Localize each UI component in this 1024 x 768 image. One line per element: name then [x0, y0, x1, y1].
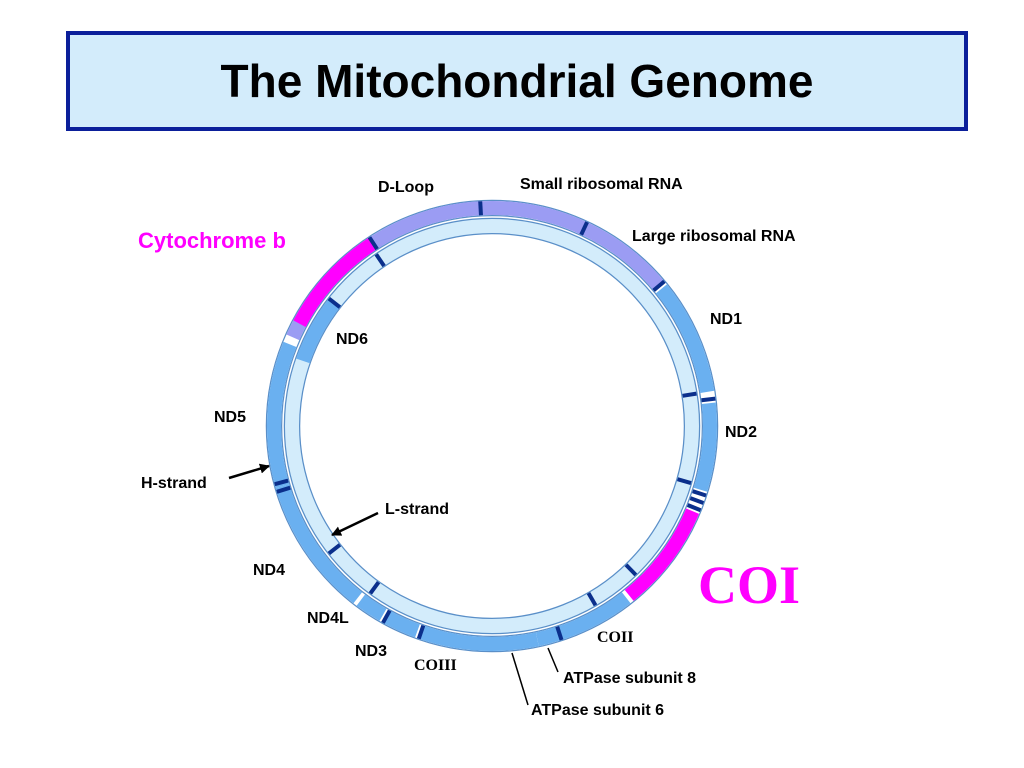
atpase8-leader-line: [547, 647, 559, 673]
trna-mark: [701, 396, 716, 403]
gene-arc-nd5: [266, 341, 297, 489]
gene-arc-nd4l: [356, 594, 387, 621]
trna-mark: [416, 624, 426, 640]
trna-mark: [579, 221, 589, 236]
gene-arc-atpase6: [491, 632, 539, 651]
gene-arc-coi: [624, 508, 700, 601]
label-coii: COII: [597, 629, 633, 646]
gene-arc-nd2: [693, 402, 717, 492]
label-large-rrna: Large ribosomal RNA: [632, 228, 796, 245]
label-nd2: ND2: [725, 424, 757, 441]
trna-mark: [274, 478, 289, 487]
gene-arc-nd3: [382, 610, 420, 638]
trna-mark: [652, 279, 666, 292]
label-nd4l: ND4L: [307, 610, 349, 627]
h-strand-arrow: [228, 463, 270, 480]
trna-mark: [478, 201, 483, 216]
trna-mark: [586, 592, 598, 607]
trna-mark: [327, 543, 342, 556]
l-strand-genes: [296, 298, 340, 364]
trna-mark: [276, 485, 291, 494]
trna-mark: [624, 563, 638, 577]
trna-mark: [327, 296, 342, 309]
gene-arc-nd4: [275, 484, 363, 604]
gene-arc-nd6: [296, 298, 340, 364]
label-nd4: ND4: [253, 562, 285, 579]
page-title: The Mitochondrial Genome: [220, 55, 814, 107]
h-strand-genes: [266, 201, 717, 651]
title-banner: The Mitochondrial Genome: [66, 31, 968, 131]
gene-arc-large-rrna: [581, 222, 665, 291]
label-l-strand: L-strand: [385, 501, 449, 518]
trna-mark: [367, 236, 379, 251]
label-nd6: ND6: [336, 331, 368, 348]
label-atpase8: ATPase subunit 8: [563, 670, 696, 687]
trna-mark: [368, 580, 381, 595]
gene-arc-cytochrome-b: [293, 237, 378, 328]
trna-mark: [374, 253, 386, 268]
trna-mark: [676, 477, 692, 485]
gene-arc-coiii: [418, 625, 493, 651]
gene-arc-atpase8: [535, 626, 562, 647]
label-cytochrome-b: Cytochrome b: [138, 228, 286, 253]
label-nd3: ND3: [355, 643, 387, 660]
trna-mark: [692, 489, 707, 498]
trna-mark: [686, 503, 702, 513]
trna-mark: [381, 609, 392, 624]
trna-mark: [689, 496, 705, 505]
l-strand-ring: [283, 217, 701, 635]
label-nd5: ND5: [214, 409, 246, 426]
label-d-loop: D-Loop: [378, 179, 434, 196]
gene-arc-nd1: [655, 284, 715, 394]
gene-arc-coii: [557, 592, 631, 640]
label-h-strand: H-strand: [141, 475, 207, 492]
trna-mark: [682, 391, 697, 398]
gene-arc-small-rrna: [480, 201, 588, 235]
trna-marks: [274, 201, 716, 641]
label-coiii: COIII: [414, 657, 457, 674]
label-nd1: ND1: [710, 311, 742, 328]
l-strand-arrow: [331, 511, 379, 537]
label-coi: COI: [698, 555, 800, 615]
label-atpase6: ATPase subunit 6: [531, 702, 664, 719]
trna-mark: [555, 626, 564, 641]
label-small-rrna: Small ribosomal RNA: [520, 176, 683, 193]
atpase6-leader-line: [511, 652, 529, 706]
